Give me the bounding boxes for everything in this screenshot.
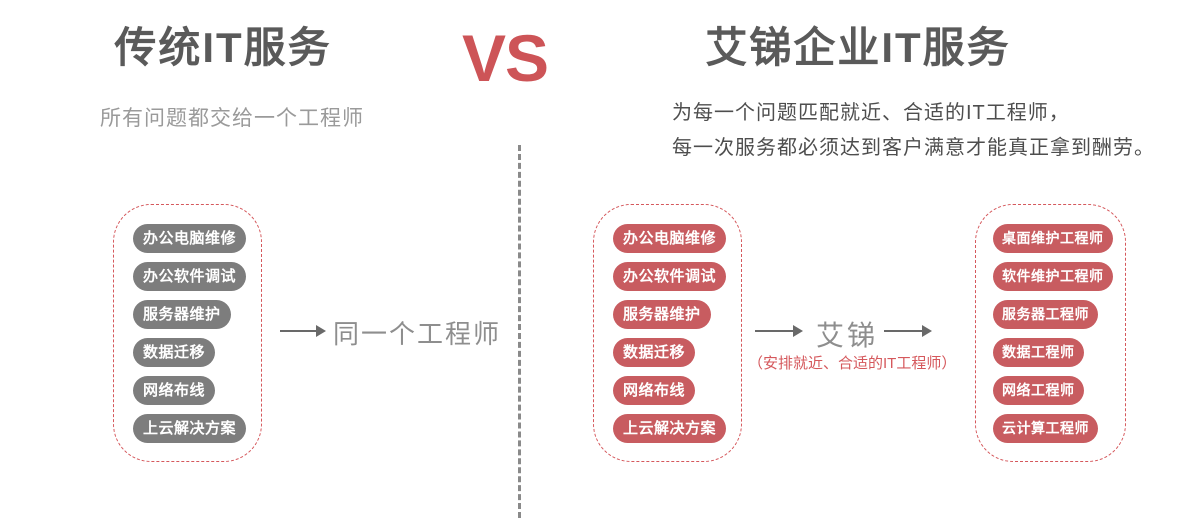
arrow-head bbox=[922, 325, 932, 337]
service-pill: 办公软件调试 bbox=[613, 261, 727, 291]
arrow-right-icon bbox=[280, 325, 326, 337]
arrow-head bbox=[793, 325, 803, 337]
arrow-shaft bbox=[280, 330, 318, 332]
service-pill: 数据迁移 bbox=[133, 337, 216, 367]
service-pill: 服务器维护 bbox=[613, 299, 711, 329]
arrow-head bbox=[316, 325, 326, 337]
service-pill: 网络布线 bbox=[133, 375, 216, 405]
arrow-shaft bbox=[884, 330, 924, 332]
service-pill: 服务器维护 bbox=[133, 299, 231, 329]
left-services-box: 办公电脑维修 办公软件调试 服务器维护 数据迁移 网络布线 上云解决方案 bbox=[113, 204, 262, 462]
right-subtitle-line2: 每一次服务都必须达到客户满意才能真正拿到酬劳。 bbox=[672, 137, 1155, 159]
left-result-label: 同一个工程师 bbox=[333, 319, 502, 349]
engineer-pill: 服务器工程师 bbox=[993, 299, 1098, 329]
arrow-right-icon bbox=[755, 325, 803, 337]
broker-note: （安排就近、合适的IT工程师） bbox=[748, 355, 957, 372]
service-pill: 上云解决方案 bbox=[133, 413, 247, 443]
broker-label: 艾锑 bbox=[816, 320, 879, 351]
vertical-dashed-divider bbox=[518, 145, 521, 518]
service-pill: 办公软件调试 bbox=[133, 261, 247, 291]
arrow-right-icon bbox=[884, 325, 932, 337]
right-subtitle-line1: 为每一个问题匹配就近、合适的IT工程师， bbox=[672, 102, 1070, 124]
engineer-pill: 桌面维护工程师 bbox=[993, 223, 1113, 253]
engineer-pill: 软件维护工程师 bbox=[993, 261, 1113, 291]
engineer-pill: 云计算工程师 bbox=[993, 413, 1098, 443]
engineer-pill: 数据工程师 bbox=[993, 337, 1084, 367]
engineer-pill: 网络工程师 bbox=[993, 375, 1084, 405]
right-services-box: 办公电脑维修 办公软件调试 服务器维护 数据迁移 网络布线 上云解决方案 bbox=[593, 204, 742, 462]
vs-label: VS bbox=[462, 21, 549, 95]
service-pill: 数据迁移 bbox=[613, 337, 696, 367]
right-subtitle: 为每一个问题匹配就近、合适的IT工程师， 每一次服务都必须达到客户满意才能真正拿… bbox=[672, 96, 1155, 166]
left-subtitle: 所有问题都交给一个工程师 bbox=[100, 107, 364, 130]
service-pill: 上云解决方案 bbox=[613, 413, 727, 443]
arrow-shaft bbox=[755, 330, 795, 332]
engineers-box: 桌面维护工程师 软件维护工程师 服务器工程师 数据工程师 网络工程师 云计算工程… bbox=[975, 204, 1126, 462]
service-pill: 办公电脑维修 bbox=[133, 223, 247, 253]
service-pill: 网络布线 bbox=[613, 375, 696, 405]
service-pill: 办公电脑维修 bbox=[613, 223, 727, 253]
right-title: 艾锑企业IT服务 bbox=[705, 24, 1011, 71]
left-title: 传统IT服务 bbox=[114, 24, 332, 71]
